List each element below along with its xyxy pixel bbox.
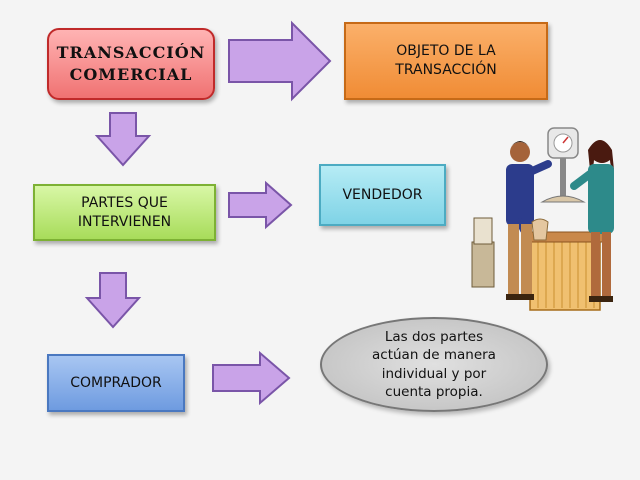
note-line1: Las dos partes (384, 329, 484, 346)
objeto-line2: TRANSACCIÓN (395, 62, 497, 78)
arrow-down-icon (84, 272, 142, 329)
vendedor-box: VENDEDOR (319, 164, 446, 226)
vendedor-label: VENDEDOR (342, 187, 423, 203)
note-line3: individual y por (381, 365, 487, 382)
partes-line1: PARTES QUE (81, 194, 168, 211)
note-line2: actúan de manera (372, 347, 496, 364)
arrow-right-icon (228, 180, 293, 230)
arrow-right-icon (212, 350, 291, 406)
arrow-right-icon (228, 20, 332, 102)
partes-intervienen-box: PARTES QUE INTERVIENEN (33, 184, 216, 241)
shop-scene-illustration (471, 127, 614, 311)
arrow-down-icon (94, 112, 152, 167)
objeto-transaccion-box: OBJETO DE LA TRANSACCIÓN (344, 22, 548, 100)
transaccion-line1: TRANSACCIÓN (56, 43, 206, 63)
note-oval: Las dos partes actúan de manera individu… (320, 317, 548, 412)
objeto-line1: OBJETO DE LA (396, 43, 496, 60)
comprador-box: COMPRADOR (47, 354, 185, 412)
partes-line2: INTERVIENEN (77, 213, 172, 230)
transaccion-line2: COMERCIAL (69, 65, 193, 84)
note-line4: cuenta propia. (385, 383, 483, 400)
comprador-label: COMPRADOR (70, 374, 162, 391)
transaccion-comercial-box: TRANSACCIÓN COMERCIAL (47, 28, 215, 100)
